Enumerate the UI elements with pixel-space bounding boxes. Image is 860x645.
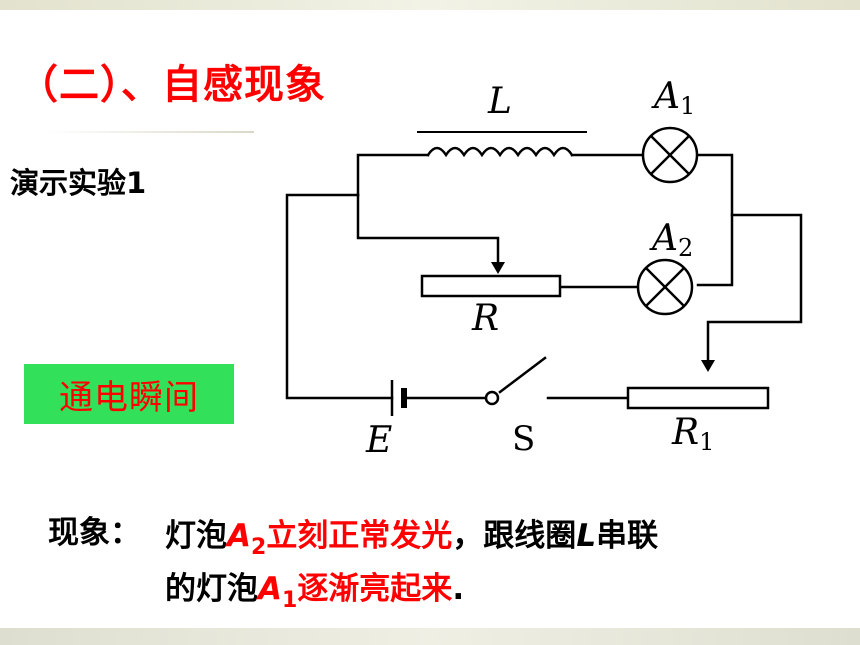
obs-lamp-a2: A [227, 518, 251, 554]
obs-text-with-coil: ，跟线圈 [452, 518, 577, 554]
wire-right-to-r1 [706, 213, 803, 362]
obs-period: . [452, 571, 465, 607]
experiment-title: 演示实验1 [10, 166, 147, 200]
wire-a1-to-right [696, 153, 734, 287]
switch-pivot [484, 390, 500, 406]
obs-text-lamp: 灯泡 [165, 518, 227, 554]
obs-gradually-bright: 逐渐亮起来 [297, 571, 453, 607]
moment-badge: 通电瞬间 [24, 364, 234, 424]
rheostat-r1-slider-arrow [701, 360, 715, 372]
label-rheostat-r1: R1 [671, 412, 714, 456]
rheostat-r [420, 274, 562, 298]
battery-e [390, 380, 407, 416]
label-a2: A2 [649, 218, 693, 262]
obs-lamp-a1: A [258, 571, 282, 607]
label-rheostat-r: R [471, 298, 499, 339]
moment-badge-text: 通电瞬间 [59, 377, 199, 418]
obs-text-series: 串联 [596, 518, 659, 554]
rheostat-r-slider-arrow [491, 262, 505, 274]
circuit-diagram: L A1 A2 R R1 E S [285, 80, 803, 461]
obs-lamp-a1-index: 1 [282, 588, 298, 613]
observation-label: 现象： [48, 515, 141, 551]
label-inductor-l: L [487, 81, 512, 122]
obs-immediate-normal: 立刻正常发光 [266, 518, 453, 554]
switch-blade [498, 356, 547, 394]
wire-top-left [356, 153, 430, 197]
obs-text-of-lamp: 的灯泡 [165, 571, 258, 607]
lamp-a2 [636, 258, 694, 316]
slide-title: （二）、自感现象 [18, 62, 326, 108]
observation-line-2: 的灯泡A1逐渐亮起来. [165, 563, 464, 613]
label-a1: A1 [651, 80, 695, 120]
rheostat-r1 [626, 386, 770, 410]
observation-line-1: 灯泡A2立刻正常发光，跟线圈L串联 [165, 510, 658, 560]
obs-lamp-a2-index: 2 [251, 535, 267, 560]
wire-left-loop [285, 193, 394, 400]
lamp-a1 [641, 126, 699, 184]
label-battery-e: E [365, 420, 392, 461]
label-switch-s: S [512, 419, 535, 459]
top-decorative-band [0, 0, 860, 10]
obs-coil-l: L [576, 518, 597, 554]
wire-node-to-r-slider [356, 193, 500, 264]
inductor-coil [426, 146, 574, 158]
title-underline [46, 131, 254, 133]
bottom-decorative-band [0, 628, 860, 645]
